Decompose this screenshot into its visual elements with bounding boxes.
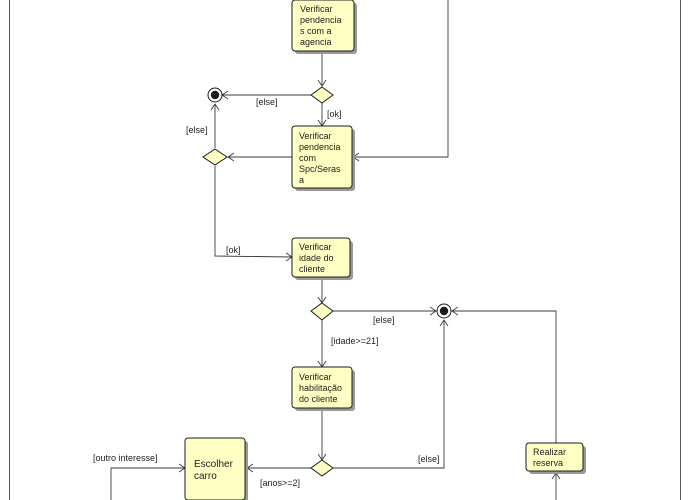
decision-node-4: [310, 459, 334, 477]
action-label-line: s com a: [300, 26, 332, 36]
guard-label-else: [else]: [256, 97, 278, 107]
action-label-line: habilitação: [299, 383, 342, 393]
action-label-line: pendencia: [300, 15, 342, 25]
edge-outro-interesse-to-a5: [110, 467, 185, 500]
guard-label-else: [else]: [186, 125, 208, 135]
decision-node-1: [310, 86, 334, 104]
action-label-line: agencia: [300, 37, 332, 47]
action-label-line: Escolher: [194, 459, 234, 470]
guard-label-idade: [idade>=21]: [331, 336, 379, 346]
edge-decision2-to-a3: [214, 166, 293, 258]
action-label-line: Realizar: [533, 447, 566, 457]
decision-node-2: [202, 148, 228, 166]
edge-decision4-to-final2: [333, 320, 445, 469]
arrowhead: [210, 103, 220, 111]
decision-node-3: [310, 302, 334, 321]
edge-a6-to-final2: [452, 310, 557, 443]
arrowhead: [317, 79, 327, 87]
arrowhead: [439, 319, 449, 327]
guard-label-ok: [ok]: [327, 109, 342, 119]
action-label-line: cliente: [299, 264, 325, 274]
action-label-line: idade do: [299, 253, 334, 263]
action-label-line: Verificar: [299, 372, 332, 382]
guard-label-else: [else]: [373, 315, 395, 325]
guard-label-outro-interesse: [outro interesse]: [93, 453, 158, 463]
action-label-line: reserva: [533, 458, 563, 468]
action-label-line: Verificar: [299, 242, 332, 252]
action-label-line: a: [299, 175, 304, 185]
action-verificar-habilitacao: Verificar habilitação do cliente: [291, 366, 355, 411]
final-node-2: [436, 303, 452, 319]
final-node-1: [207, 87, 223, 103]
action-realizar-reserva: Realizar reserva: [525, 442, 586, 474]
action-label-line: do cliente: [299, 394, 338, 404]
arrowhead: [429, 306, 437, 316]
action-label-line: Verificar: [299, 131, 332, 141]
action-verificar-idade: Verificar idade do cliente: [291, 237, 353, 280]
guard-label-anos: [anos>=2]: [260, 478, 300, 488]
arrowhead: [451, 306, 459, 316]
action-escolher-carro: Escolher carro: [184, 437, 248, 500]
guard-label-ok: [ok]: [226, 245, 241, 255]
action-label-line: pendencia: [299, 142, 341, 152]
action-verificar-pendencias-agencia: Verificar pendencia s com a agencia: [291, 0, 357, 54]
guard-label-else: [else]: [418, 454, 440, 464]
edge-loop-to-a2: [353, 0, 449, 158]
action-label-line: Spc/Seras: [299, 164, 341, 174]
action-label-line: Verificar: [300, 4, 333, 14]
action-label-line: com: [299, 153, 316, 163]
action-verificar-spc-serasa: Verificar pendencia com Spc/Seras a: [291, 125, 355, 191]
arrowhead: [227, 152, 235, 162]
action-label-line: carro: [194, 471, 217, 482]
